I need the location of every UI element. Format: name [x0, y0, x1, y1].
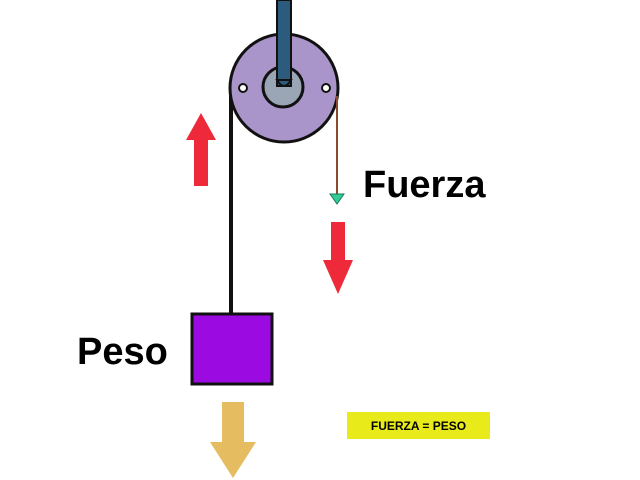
equation-label: FUERZA = PESO: [371, 419, 466, 433]
arrow-down-icon: [323, 222, 353, 294]
pulley-right-hole: [321, 83, 331, 93]
pulley-left-hole: [238, 83, 248, 93]
rope-tip-icon: [329, 193, 345, 205]
weight-label: Peso: [77, 331, 168, 373]
pulley-axle: [276, 0, 292, 87]
force-label: Fuerza: [363, 164, 486, 206]
pulley-axle-tip: [275, 79, 293, 87]
weight-arrow-down-icon: [210, 402, 256, 478]
arrow-up-icon: [186, 113, 216, 186]
weight-block: [190, 312, 274, 386]
equation-box: [347, 412, 490, 439]
